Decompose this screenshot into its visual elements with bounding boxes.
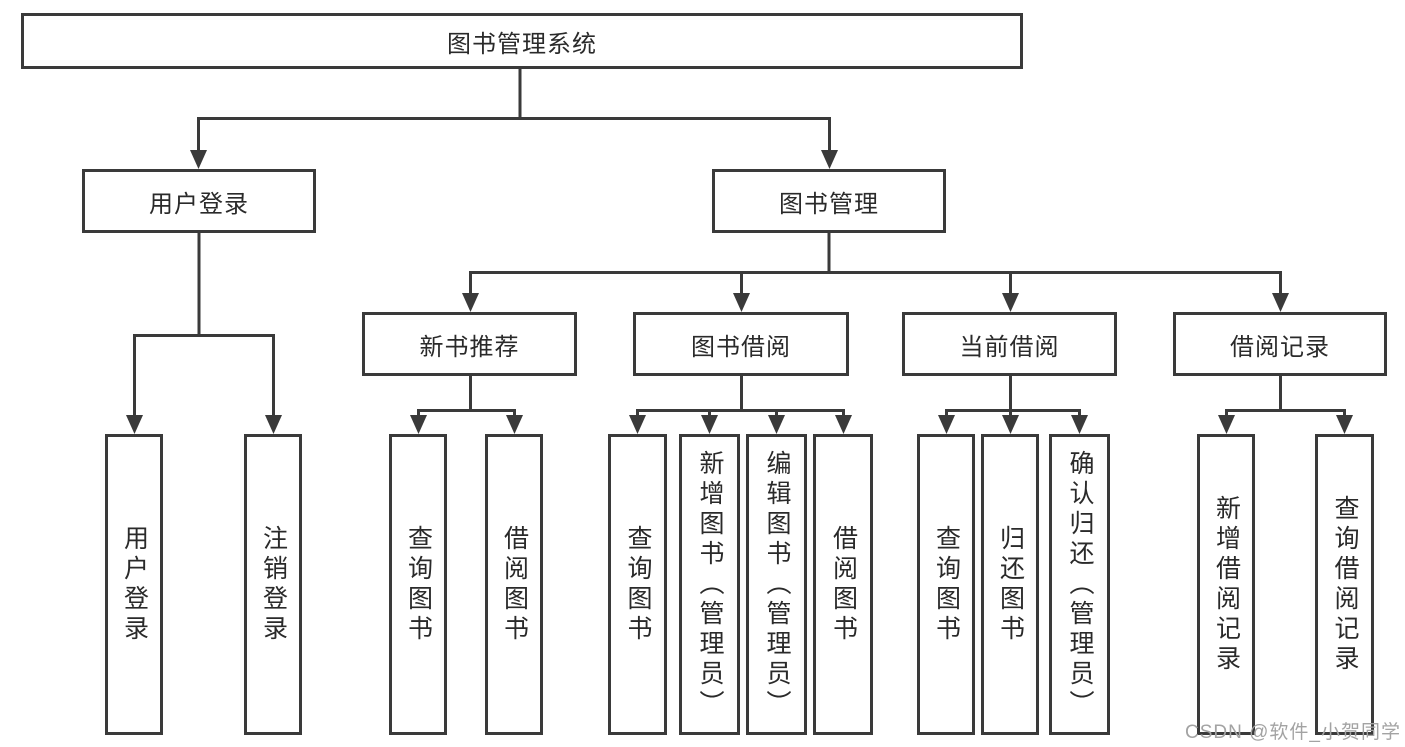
arrow-down-icon [629,415,646,434]
arrow-down-icon [733,293,750,312]
csdn-watermark: CSDN @软件_小贺同学 [1185,722,1401,743]
node-root: 图书管理系统 [21,13,1023,69]
arrow-down-icon [821,150,838,169]
arrow-down-icon [1336,415,1353,434]
node-leaf-br-add-record: 新增借阅记录 [1197,434,1255,735]
arrow-down-icon [1002,415,1019,434]
arrow-down-icon [1002,293,1019,312]
node-leaf-user-login: 用户登录 [105,434,163,735]
node-leaf-cb-confirm-return-admin: 确认归还（管理员） [1049,434,1110,735]
node-book-mgmt: 图书管理 [712,169,946,233]
node-user-login: 用户登录 [82,169,316,233]
connector-book-borrow-to-leaves [636,376,845,418]
arrow-down-icon [1218,415,1235,434]
node-leaf-nb-borrow-book: 借阅图书 [485,434,543,735]
node-new-book-rec: 新书推荐 [362,312,577,376]
node-leaf-bb-add-book-admin: 新增图书（管理员） [679,434,740,735]
node-leaf-br-query-record: 查询借阅记录 [1315,434,1374,735]
arrow-down-icon [410,415,427,434]
connector-new-book-rec-to-leaves [417,376,516,418]
node-leaf-logout: 注销登录 [244,434,302,735]
arrow-down-icon [938,415,955,434]
arrow-down-icon [265,415,282,434]
arrow-down-icon [1272,293,1289,312]
connector-root-to-level2 [197,69,831,153]
arrow-down-icon [701,415,718,434]
node-current-borrow: 当前借阅 [902,312,1117,376]
arrow-down-icon [462,293,479,312]
node-leaf-nb-query-book: 查询图书 [389,434,447,735]
arrow-down-icon [506,415,523,434]
connector-borrow-record-to-leaves [1225,376,1346,418]
arrow-down-icon [768,415,785,434]
arrow-down-icon [190,150,207,169]
node-leaf-bb-query-book: 查询图书 [608,434,667,735]
node-leaf-cb-query-book: 查询图书 [917,434,975,735]
connector-current-borrow-to-leaves [945,376,1081,418]
node-book-borrow: 图书借阅 [633,312,849,376]
connector-book-mgmt-to-level3 [469,233,1282,296]
connector-user-login-to-leaves [133,233,275,418]
node-leaf-cb-return-book: 归还图书 [981,434,1039,735]
node-leaf-bb-edit-book-admin: 编辑图书（管理员） [746,434,807,735]
arrow-down-icon [126,415,143,434]
node-borrow-record: 借阅记录 [1173,312,1387,376]
arrow-down-icon [835,415,852,434]
arrow-down-icon [1071,415,1088,434]
node-leaf-bb-borrow-book: 借阅图书 [813,434,873,735]
